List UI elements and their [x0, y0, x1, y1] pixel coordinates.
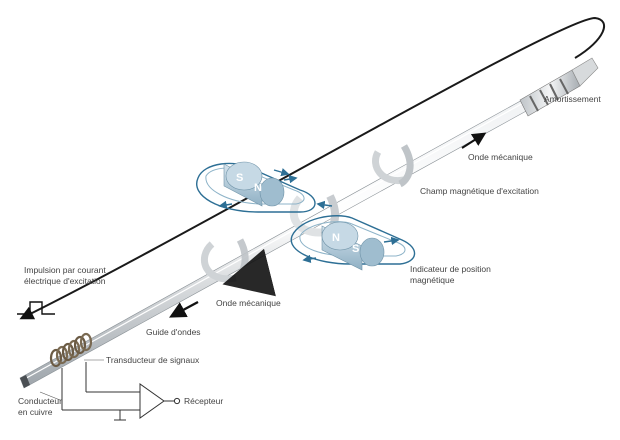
- coil: [49, 332, 93, 368]
- label-guide-ondes: Guide d'ondes: [146, 327, 201, 337]
- wave-arrow-bottom: [169, 300, 199, 318]
- label-transducteur: Transducteur de signaux: [106, 355, 200, 365]
- field-arrow-lower: [316, 200, 333, 210]
- magnet-right-pole-b: S: [352, 243, 359, 255]
- field-loop-right-inner: [299, 221, 406, 257]
- label-onde-mecanique-bottom: Onde mécanique: [216, 298, 281, 308]
- label-amortissement: Amortissement: [544, 94, 601, 104]
- output-terminal: [173, 397, 181, 405]
- magnet-left: S N: [196, 161, 316, 213]
- wave-arrow-top: [461, 132, 487, 149]
- amplifier-symbol: [139, 383, 165, 419]
- torsion-ring-right: [372, 144, 414, 188]
- magnet-right-pole-a: N: [332, 232, 340, 244]
- damping-sleeve: [519, 57, 599, 117]
- magnet-right: N S: [290, 215, 416, 271]
- magnet-left-pole-b: N: [254, 182, 262, 194]
- label-impulsion-line1: Impulsion par courant: [24, 265, 106, 275]
- return-wire: [19, 16, 606, 320]
- label-champ-excitation: Champ magnétique d'excitation: [420, 186, 539, 196]
- label-indicateur-line2: magnétique: [410, 275, 455, 285]
- receiver-circuit: [61, 362, 181, 421]
- label-indicateur-line1: Indicateur de position: [410, 264, 491, 274]
- magnet-left-pole-a: S: [236, 172, 243, 184]
- pulse-symbol: [17, 301, 55, 315]
- label-conducteur-line2: en cuivre: [18, 407, 53, 417]
- label-onde-mecanique-top: Onde mécanique: [468, 152, 533, 162]
- field-arrow-upper: [273, 168, 290, 177]
- label-recepteur: Récepteur: [184, 396, 223, 406]
- field-loop-left: [196, 162, 316, 213]
- label-conducteur-line1: Conducteur: [18, 396, 62, 406]
- torsion-ring-left: [200, 238, 276, 297]
- label-impulsion-line2: électrique d'excitation: [24, 276, 106, 286]
